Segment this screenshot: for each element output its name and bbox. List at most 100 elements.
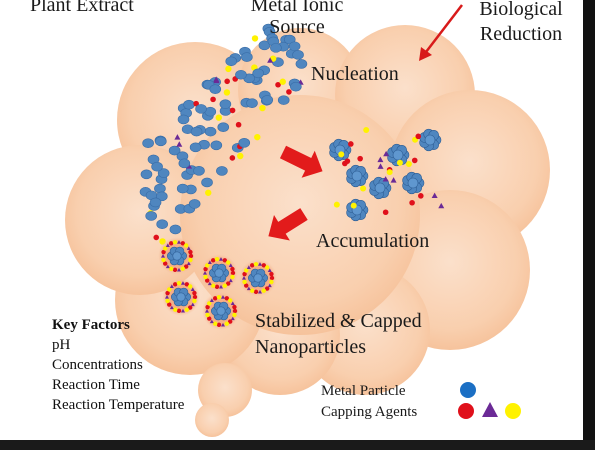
- capping-triangle: [246, 286, 251, 291]
- capping-triangle: [165, 295, 169, 299]
- capping-red: [176, 308, 182, 314]
- reduction-pointer-arrow: [419, 4, 463, 61]
- metal-ion: [149, 197, 162, 208]
- capping-yellow: [188, 257, 193, 263]
- capping-red: [286, 89, 292, 95]
- particle-core: [216, 306, 226, 316]
- process-arrow-1: [279, 145, 323, 178]
- key-factors-list: Key Factors pH Concentrations Reaction T…: [52, 315, 184, 415]
- capping-yellow: [222, 283, 228, 288]
- capping-red: [411, 157, 418, 164]
- capping-red: [216, 322, 222, 328]
- capping-yellow: [212, 321, 218, 326]
- metal-ionic-line2: Source: [269, 16, 325, 38]
- capping-yellow: [363, 127, 370, 134]
- capping-red: [224, 78, 230, 85]
- capping-triangle: [267, 268, 272, 273]
- capping-red: [382, 209, 389, 216]
- capping-yellow: [279, 78, 286, 85]
- capping-triangle: [218, 284, 223, 289]
- capping-red: [205, 304, 210, 310]
- capping-triangle: [242, 276, 246, 280]
- cluster-core: [392, 149, 404, 161]
- capping-red: [348, 141, 354, 147]
- key-factor-item: pH: [52, 337, 71, 353]
- capping-triangle: [176, 267, 181, 272]
- metal-ion: [258, 40, 271, 51]
- metal-ion: [210, 140, 223, 151]
- capping-red: [222, 258, 228, 263]
- capping-red: [161, 249, 166, 255]
- capping-red: [214, 284, 220, 290]
- capping-triangle: [165, 243, 170, 248]
- capping-red: [275, 81, 281, 88]
- metal-ion: [241, 52, 253, 62]
- capping-yellow: [215, 114, 222, 121]
- capping-red: [230, 266, 235, 272]
- cluster-core: [351, 170, 363, 182]
- figure-frame: Plant Extract Metal Ionic Source Biologi…: [0, 0, 583, 440]
- capping-red: [207, 316, 212, 321]
- capping-yellow: [244, 268, 249, 273]
- metal-ion: [140, 169, 153, 180]
- metal-ion: [238, 138, 251, 148]
- capping-red: [203, 266, 208, 272]
- capping-red: [153, 234, 160, 241]
- particle-core: [214, 268, 224, 278]
- metal-ion: [270, 43, 282, 53]
- process-arrow-2: [268, 208, 308, 241]
- legend-capping-red-dot: [458, 403, 474, 419]
- capping-red: [232, 304, 237, 310]
- capping-yellow: [216, 294, 222, 300]
- capping-yellow: [184, 307, 190, 312]
- nucleus-cluster: [387, 143, 410, 167]
- metal-ion: [177, 114, 190, 125]
- capping-yellow: [176, 280, 182, 286]
- metal-ion: [178, 158, 191, 169]
- capping-red: [205, 278, 210, 283]
- cluster-core: [407, 177, 419, 189]
- metal-ion: [195, 104, 207, 114]
- metal-ion-swarm: [139, 23, 308, 245]
- metal-ionic-line1: Metal Ionic: [250, 0, 344, 16]
- capping-red: [183, 264, 189, 269]
- capping-red: [212, 296, 218, 301]
- synthesis-diagram: [65, 4, 550, 437]
- capping-red: [357, 155, 363, 162]
- cluster-core: [424, 134, 436, 146]
- capped-nanoparticle: [202, 292, 240, 330]
- capping-red: [172, 282, 178, 287]
- nucleation-label: Nucleation: [311, 63, 399, 85]
- capping-triangle: [228, 263, 233, 268]
- stabilized-line2: Nanoparticles: [255, 336, 367, 358]
- capping-yellow: [163, 246, 168, 251]
- nucleation-clusters: [329, 127, 445, 222]
- legend-capping-triangle: [482, 402, 498, 417]
- metal-ion: [145, 211, 157, 221]
- metal-ion: [157, 168, 170, 178]
- metal-ion: [277, 95, 290, 105]
- nucleus-cluster: [346, 198, 369, 222]
- capping-yellow: [207, 301, 212, 306]
- metal-ion: [209, 84, 222, 94]
- particle-core: [176, 292, 186, 302]
- capping-yellow: [264, 265, 270, 270]
- capping-red: [415, 133, 422, 140]
- capping-triangle: [180, 308, 185, 313]
- capping-yellow: [172, 239, 178, 245]
- capping-triangle: [186, 246, 191, 251]
- capping-yellow: [192, 298, 197, 304]
- capping-red: [264, 286, 270, 291]
- capping-triangle: [165, 264, 170, 269]
- capping-yellow: [180, 266, 186, 271]
- capping-red: [210, 96, 216, 103]
- metal-ion: [151, 161, 163, 172]
- capping-yellow: [242, 279, 247, 285]
- capping-red: [269, 275, 275, 281]
- capping-triangle: [161, 254, 165, 258]
- capping-yellow: [338, 151, 345, 158]
- capping-triangle: [207, 260, 212, 265]
- capping-yellow: [261, 288, 267, 293]
- capping-yellow: [227, 298, 233, 303]
- capping-yellow: [210, 283, 216, 288]
